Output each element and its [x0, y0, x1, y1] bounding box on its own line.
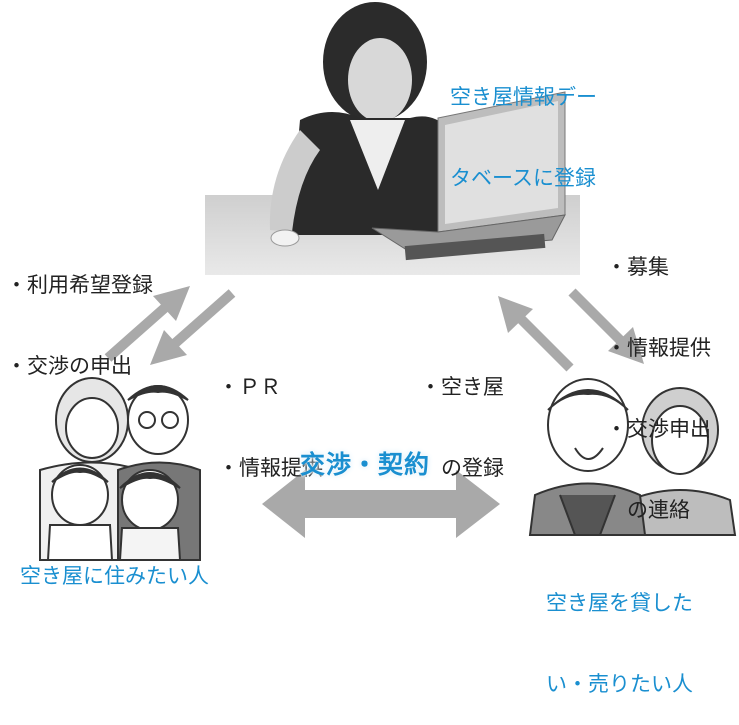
register-action-item: の登録 — [420, 456, 504, 480]
elderly-couple-illustration — [528, 378, 737, 536]
deal-double-arrow — [262, 470, 500, 538]
family-illustration — [39, 377, 201, 561]
pr-actions: ・ＰＲ ・情報提供 — [218, 320, 323, 509]
arrow-pr-down — [150, 289, 236, 365]
left-action-item: ・交渉の申出 — [6, 354, 132, 378]
office-worker-photo — [205, 0, 580, 275]
right-action-item: ・交渉申出 — [606, 417, 711, 441]
center-caption: 空き屋情報デー タベースに登録 — [450, 30, 597, 219]
register-action-item: ・空き屋 — [420, 375, 504, 399]
left-action-item: ・利用希望登録 — [6, 273, 153, 297]
deal-label: 交渉・契約 — [300, 450, 431, 479]
center-caption-line: タベースに登録 — [450, 166, 596, 190]
pr-action-item: ・ＰＲ — [218, 375, 281, 399]
right-actions: ・募集 ・情報提供 ・交渉申出 の連絡 — [606, 200, 711, 551]
right-action-item: ・募集 — [606, 255, 669, 279]
arrow-left-up — [104, 286, 190, 362]
register-actions: ・空き屋 の登録 — [420, 320, 504, 509]
diagram-canvas — [39, 0, 737, 561]
center-caption-line: 空き屋情報デー — [450, 85, 597, 109]
right-party-line: 空き屋を貸した — [546, 591, 693, 615]
arrow-register-up — [498, 296, 574, 372]
right-party-label: 空き屋を貸した い・売りたい人 — [546, 536, 693, 725]
right-action-item: の連絡 — [606, 498, 690, 522]
right-action-item: ・情報提供 — [606, 336, 711, 360]
left-actions: ・利用希望登録 ・交渉の申出 — [6, 218, 153, 407]
right-party-line: い・売りたい人 — [546, 672, 693, 696]
arrow-right-down — [568, 288, 644, 364]
pr-action-item: ・情報提供 — [218, 456, 323, 480]
left-party-label: 空き屋に住みたい人 — [20, 564, 209, 588]
